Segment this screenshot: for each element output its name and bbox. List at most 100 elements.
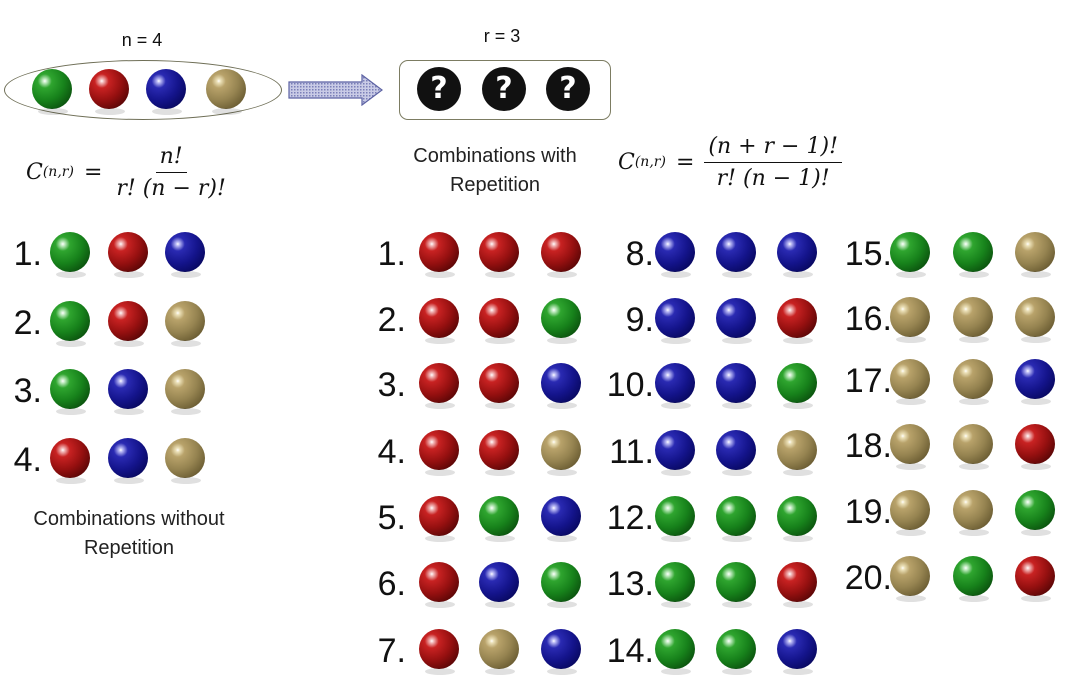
blue-ball bbox=[541, 363, 581, 409]
red-ball bbox=[479, 430, 519, 476]
blue-ball bbox=[655, 298, 695, 344]
red-ball bbox=[419, 430, 459, 476]
red-ball bbox=[50, 438, 90, 484]
combination-number: 16. bbox=[844, 300, 892, 338]
combination-number: 20. bbox=[844, 559, 892, 597]
formula-denominator: r! (n − 1)! bbox=[716, 165, 830, 191]
formula-sub: (n,r) bbox=[634, 154, 666, 170]
combination-number: 10. bbox=[606, 366, 654, 404]
green-ball bbox=[541, 298, 581, 344]
tan-ball bbox=[1015, 297, 1055, 343]
blue-ball bbox=[655, 232, 695, 278]
blue-ball bbox=[165, 232, 205, 278]
blue-ball bbox=[108, 369, 148, 415]
tan-ball bbox=[1015, 232, 1055, 278]
green-ball bbox=[655, 629, 695, 675]
green-ball bbox=[655, 562, 695, 608]
tan-ball bbox=[777, 430, 817, 476]
red-ball bbox=[108, 301, 148, 347]
combination-number: 11. bbox=[609, 433, 654, 471]
green-ball bbox=[50, 301, 90, 347]
red-ball bbox=[1015, 424, 1055, 470]
green-ball bbox=[50, 232, 90, 278]
tan-ball bbox=[953, 424, 993, 470]
formula-eq: = bbox=[83, 159, 103, 185]
green-ball bbox=[50, 369, 90, 415]
combination-number: 13. bbox=[606, 565, 654, 603]
red-ball bbox=[419, 496, 459, 542]
red-ball bbox=[479, 232, 519, 278]
combination-number: 9. bbox=[625, 301, 654, 339]
caption-line: Repetition bbox=[83, 537, 175, 559]
combination-number: 3. bbox=[13, 372, 42, 410]
green-ball bbox=[777, 363, 817, 409]
blue-ball bbox=[716, 363, 756, 409]
formula-without-repetition: C(n,r) = n! r! (n − r)! bbox=[26, 140, 230, 204]
formula-with-repetition: C(n,r) = (n + r − 1)! r! (n − 1)! bbox=[618, 130, 842, 194]
combination-number: 2. bbox=[377, 301, 406, 339]
tan-ball bbox=[890, 556, 930, 602]
question-mark-icon: ? bbox=[482, 67, 526, 111]
selection-box bbox=[399, 60, 611, 120]
formula-numerator: (n + r − 1)! bbox=[704, 134, 842, 163]
green-ball bbox=[541, 562, 581, 608]
combination-number: 19. bbox=[844, 493, 892, 531]
combination-number: 1. bbox=[13, 235, 42, 273]
combination-number: 12. bbox=[606, 499, 654, 537]
tan-ball bbox=[890, 297, 930, 343]
green-ball bbox=[716, 629, 756, 675]
combination-number: 1. bbox=[377, 235, 406, 273]
blue-ball bbox=[655, 363, 695, 409]
tan-ball bbox=[541, 430, 581, 476]
ball-pool bbox=[4, 60, 282, 120]
combination-number: 8. bbox=[625, 235, 654, 273]
caption-with-repetition: Combinations with Repetition bbox=[395, 142, 595, 200]
tan-ball bbox=[890, 359, 930, 405]
red-ball bbox=[1015, 556, 1055, 602]
red-ball bbox=[419, 562, 459, 608]
combination-number: 2. bbox=[13, 304, 42, 342]
green-ball bbox=[655, 496, 695, 542]
red-ball bbox=[108, 232, 148, 278]
red-ball bbox=[419, 629, 459, 675]
combination-number: 3. bbox=[377, 366, 406, 404]
tan-ball bbox=[165, 438, 205, 484]
blue-ball bbox=[108, 438, 148, 484]
blue-ball bbox=[146, 69, 186, 115]
arrow-right-icon bbox=[288, 74, 383, 106]
combination-number: 4. bbox=[13, 441, 42, 479]
tan-ball bbox=[165, 369, 205, 415]
red-ball bbox=[777, 562, 817, 608]
red-ball bbox=[419, 298, 459, 344]
formula-eq: = bbox=[675, 149, 695, 175]
green-ball bbox=[890, 232, 930, 278]
tan-ball bbox=[165, 301, 205, 347]
blue-ball bbox=[716, 430, 756, 476]
combination-number: 18. bbox=[844, 427, 892, 465]
green-ball bbox=[479, 496, 519, 542]
blue-ball bbox=[777, 629, 817, 675]
question-mark-icon: ? bbox=[546, 67, 590, 111]
green-ball bbox=[32, 69, 72, 115]
formula-denominator: r! (n − r)! bbox=[116, 175, 226, 201]
blue-ball bbox=[479, 562, 519, 608]
combination-number: 7. bbox=[377, 632, 406, 670]
blue-ball bbox=[655, 430, 695, 476]
red-ball bbox=[89, 69, 129, 115]
combination-number: 6. bbox=[377, 565, 406, 603]
combination-number: 5. bbox=[377, 499, 406, 537]
green-ball bbox=[716, 562, 756, 608]
tan-ball bbox=[206, 69, 246, 115]
red-ball bbox=[419, 232, 459, 278]
green-ball bbox=[777, 496, 817, 542]
tan-ball bbox=[953, 490, 993, 536]
green-ball bbox=[716, 496, 756, 542]
n-label: n = 4 bbox=[121, 30, 163, 50]
formula-lhs: C bbox=[26, 159, 43, 185]
tan-ball bbox=[890, 424, 930, 470]
caption-line: Combinations with bbox=[413, 145, 577, 167]
combination-number: 17. bbox=[844, 362, 892, 400]
question-mark-icon: ? bbox=[417, 67, 461, 111]
blue-ball bbox=[716, 298, 756, 344]
formula-lhs: C bbox=[618, 149, 635, 175]
